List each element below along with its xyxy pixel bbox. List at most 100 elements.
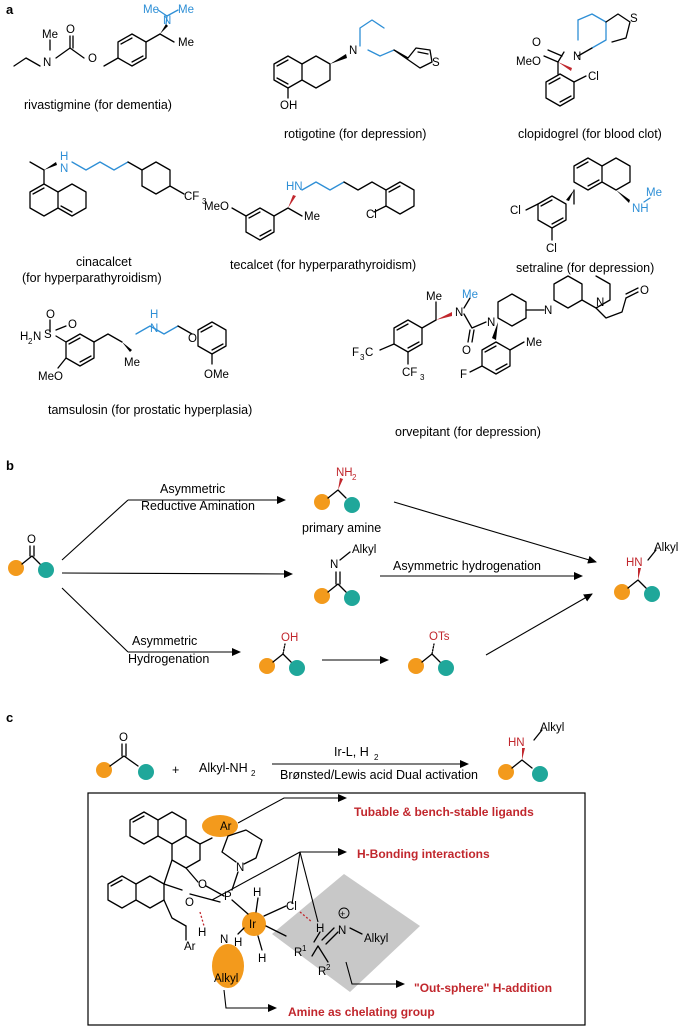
rivastigmine-structure: N O O Me Me N Me Me <box>13 4 194 69</box>
imine-n: N <box>330 559 338 571</box>
orvepitant-me1: Me <box>426 291 442 303</box>
setraline-label: setraline (for depression) <box>516 261 654 275</box>
arrow-tunable <box>237 794 347 824</box>
conditions-top-sub: 2 <box>374 753 379 762</box>
callout-chelating: Amine as chelating group <box>288 1005 435 1019</box>
tamsulosin-ome: OMe <box>204 369 229 381</box>
tecalcet-meo: MeO <box>204 201 229 213</box>
ligand-p: P <box>224 891 232 903</box>
ligand-o2: O <box>185 897 194 909</box>
cinacalcet-structure: H N CF 3 <box>29 151 207 217</box>
tamsulosin-h2n-n: N <box>33 331 41 343</box>
cinacalcet-label-line2: (for hyperparathyroidism) <box>22 271 162 285</box>
tosylate-ots: OTs <box>429 631 450 643</box>
ir-h1: H <box>253 887 261 899</box>
rotigotine-s: S <box>432 57 440 69</box>
iminium-r1: R <box>294 947 302 959</box>
rotigotine-n: N <box>349 45 357 57</box>
arrow-chelating <box>223 989 277 1012</box>
iridium-label: Ir <box>249 919 256 931</box>
tamsulosin-me: Me <box>124 357 140 369</box>
iminium-ion: H N + Alkyl R 1 R 2 <box>294 907 388 978</box>
panel-b-product: HN Alkyl <box>614 542 678 602</box>
clopidogrel-label: clopidogrel (for blood clot) <box>518 127 662 141</box>
ar-top-ellipse <box>202 815 238 837</box>
orvepitant-n1: N <box>455 307 463 319</box>
panel-b-ketone: O <box>8 534 54 578</box>
rivastigmine-n1: N <box>43 57 51 69</box>
binol-ligand <box>107 811 225 941</box>
arrow-hbond-from-o <box>211 851 301 901</box>
rotigotine-oh: OH <box>280 100 297 112</box>
tamsulosin-o1: O <box>46 309 55 321</box>
panel-a-letter: a <box>6 2 14 17</box>
setraline-cl2: Cl <box>546 243 557 255</box>
orvepitant-o2: O <box>640 285 649 297</box>
setraline-me: Me <box>646 187 662 199</box>
orvepitant-f3c-sub: 3 <box>360 353 365 362</box>
alkyl-amine-ellipse <box>212 944 244 988</box>
rivastigmine-label: rivastigmine (for dementia) <box>24 98 172 112</box>
alkyl-nh2-sub: 2 <box>251 769 256 778</box>
arrow-outer-sphere <box>345 961 405 988</box>
panel-c-product-hn: HN <box>508 737 525 749</box>
conditions-top: Ir-L, H <box>334 745 369 759</box>
amine-n: N <box>220 934 228 946</box>
tecalcet-cl: Cl <box>366 209 377 221</box>
rivastigmine-o1: O <box>66 24 75 36</box>
rivastigmine-me-a: Me <box>143 4 159 16</box>
clopidogrel-structure: S N O MeO Cl <box>516 13 638 107</box>
path3-label-line2: Hydrogenation <box>128 652 209 666</box>
arrow-tosylate-to-product <box>485 593 593 656</box>
rivastigmine-me-n: Me <box>42 29 58 41</box>
tamsulosin-o: O <box>188 333 197 345</box>
hbond-o-h <box>199 911 205 927</box>
arrow-primary-to-product <box>393 501 597 564</box>
product-alkyl: Alkyl <box>654 542 678 554</box>
catalyst-box <box>87 792 586 1026</box>
arrow-hbond-from-cl <box>291 851 301 905</box>
orvepitant-label: orvepitant (for depression) <box>395 425 541 439</box>
tecalcet-label: tecalcet (for hyperparathyroidism) <box>230 258 416 272</box>
cinacalcet-cf3-sub: 3 <box>202 197 207 206</box>
orvepitant-f: F <box>460 369 467 381</box>
iminium-alkyl: Alkyl <box>364 933 388 945</box>
panel-b-letter: b <box>6 458 14 473</box>
tamsulosin-structure: O S O H 2 N MeO Me H N O OMe <box>20 309 229 383</box>
path1-label-line2: Reductive Amination <box>141 499 255 513</box>
orvepitant-o: O <box>462 345 471 357</box>
primary-amine-nh2: NH <box>336 467 353 479</box>
iridium-bonds <box>231 897 287 951</box>
clopidogrel-o: O <box>532 37 541 49</box>
amine-h: H <box>198 927 206 939</box>
conditions-bottom: Brønsted/Lewis acid Dual activation <box>280 768 478 782</box>
rivastigmine-me-c: Me <box>178 37 194 49</box>
setraline-cl1: Cl <box>510 205 521 217</box>
rotigotine-label: rotigotine (for depression) <box>284 127 426 141</box>
orvepitant-me3: Me <box>526 337 542 349</box>
imine-alkyl: Alkyl <box>352 544 376 556</box>
orvepitant-me2: Me <box>462 289 478 301</box>
ar-top: Ar <box>220 821 232 833</box>
tamsulosin-h: H <box>150 309 158 321</box>
path3-label-line1: Asymmetric <box>132 634 197 648</box>
ligand-o1: O <box>198 879 207 891</box>
ar-bottom: Ar <box>184 941 196 953</box>
iminium-grey-region <box>272 874 420 992</box>
panel-c-ketone-o: O <box>119 732 128 744</box>
cinacalcet-label-line1: cinacalcet <box>76 255 132 269</box>
iminium-r2-sup: 2 <box>326 963 331 972</box>
iminium-r2: R <box>318 966 326 978</box>
panel-b-imine: N Alkyl <box>314 544 376 606</box>
tamsulosin-n: N <box>150 323 158 335</box>
arrow-to-alcohol-path <box>61 587 129 653</box>
primary-amine-label: primary amine <box>302 521 381 535</box>
setraline-structure: Cl Cl NH Me <box>510 157 662 255</box>
panel-c-product-alkyl: Alkyl <box>540 722 564 734</box>
orvepitant-n4: N <box>596 297 604 309</box>
tamsulosin-meo: MeO <box>38 371 63 383</box>
iminium-h: H <box>316 923 324 935</box>
panel-b-primary-amine: NH 2 <box>314 467 360 513</box>
rotigotine-structure: N OH S <box>273 19 440 112</box>
tamsulosin-o2: O <box>68 319 77 331</box>
